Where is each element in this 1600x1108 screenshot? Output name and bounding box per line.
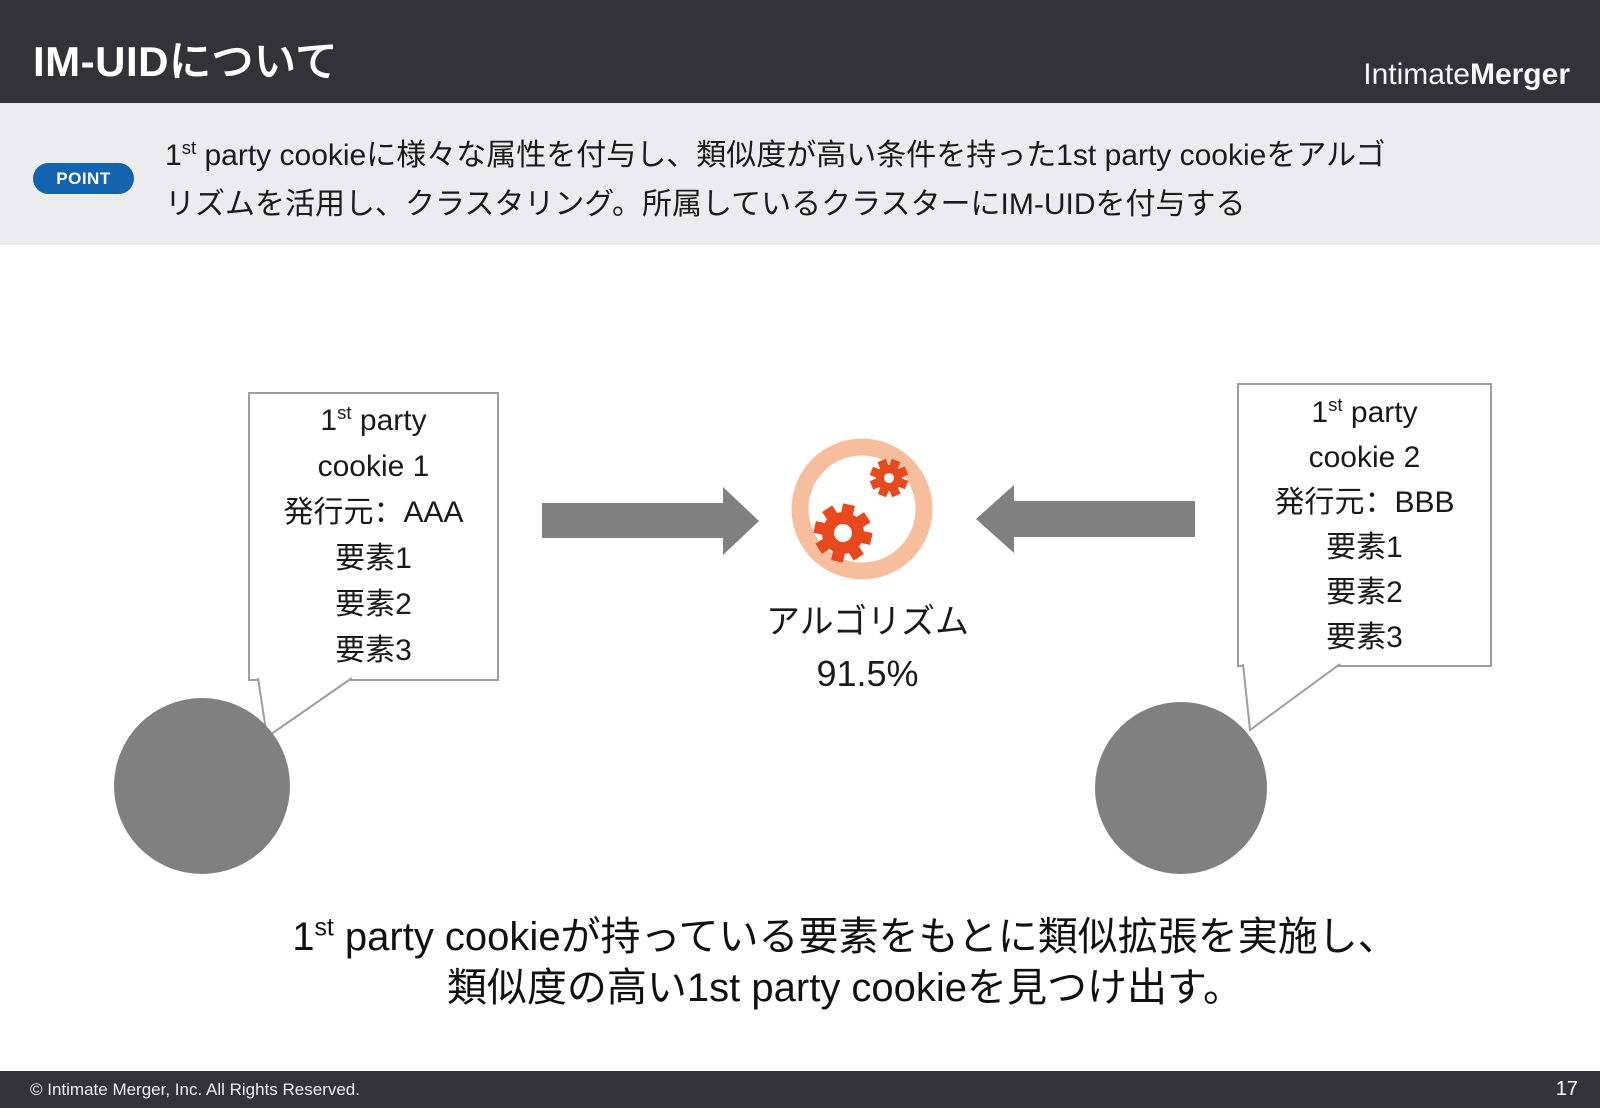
summary-line-2: 類似度の高い1st party cookieを見つけ出す。 xyxy=(446,966,1244,1010)
page-title: IM-UIDについて xyxy=(33,38,338,85)
point-line-2: リズムを活用し、クラスタリング。所属しているクラスターにIM-UIDを付与する xyxy=(165,188,1246,221)
cookie-1-name: cookie 1 xyxy=(317,450,430,483)
algorithm-similarity-value: 91.5% xyxy=(816,653,919,694)
gear-large xyxy=(813,503,873,563)
point-text: 1st party cookieに様々な属性を付与し、類似度が高い条件を持った1… xyxy=(165,131,1565,229)
cookie-1-callout: 1st party cookie 1 発行元：AAA 要素1 要素2 要素3 xyxy=(248,392,499,681)
cookie-1-element-3: 要素3 xyxy=(335,634,412,667)
logo-regular: Intimate xyxy=(1363,58,1470,91)
summary-statement: 1st party cookieが持っている要素をもとに類似拡張を実施し、 類似… xyxy=(90,912,1600,1014)
algorithm-ring xyxy=(791,438,933,580)
cookie-2-element-1: 要素1 xyxy=(1326,531,1403,564)
point-band xyxy=(0,103,1600,245)
user-circle-right xyxy=(1095,702,1267,874)
point-line-1: 1st party cookieに様々な属性を付与し、類似度が高い条件を持った1… xyxy=(165,137,1386,172)
gear-small xyxy=(869,458,909,498)
cookie-2-callout: 1st party cookie 2 発行元：BBB 要素1 要素2 要素3 xyxy=(1237,383,1492,667)
arrow-right-icon xyxy=(542,487,759,555)
arrow-left-icon xyxy=(976,485,1195,553)
cookie-1-callout-tail xyxy=(257,677,353,739)
cookie-2-name: cookie 2 xyxy=(1308,441,1421,474)
page-number: 17 xyxy=(1555,1078,1578,1100)
cookie-1-element-2: 要素2 xyxy=(335,588,412,621)
header-bar: IM-UIDについて IntimateMerger xyxy=(0,0,1600,103)
algorithm-label: アルゴリズム xyxy=(766,603,969,641)
cookie-1-title: 1st party xyxy=(320,402,427,437)
company-logo: IntimateMerger xyxy=(1363,58,1570,92)
cookie-2-callout-tail xyxy=(1242,663,1341,732)
cookie-1-issuer: 発行元：AAA xyxy=(283,496,464,529)
point-badge: POINT xyxy=(33,163,134,194)
user-circle-left xyxy=(114,698,290,874)
cookie-2-element-3: 要素3 xyxy=(1326,621,1403,654)
copyright-text: © Intimate Merger, Inc. All Rights Reser… xyxy=(30,1079,360,1099)
cookie-2-title: 1st party xyxy=(1311,394,1418,429)
cookie-2-issuer: 発行元：BBB xyxy=(1274,486,1455,519)
cookie-2-element-2: 要素2 xyxy=(1326,576,1403,609)
logo-bold: Merger xyxy=(1469,58,1570,91)
gears-icon xyxy=(791,438,933,580)
algorithm-label-block: アルゴリズム 91.5% xyxy=(735,594,1000,695)
footer-bar: © Intimate Merger, Inc. All Rights Reser… xyxy=(0,1071,1600,1108)
summary-line-1: 1st party cookieが持っている要素をもとに類似拡張を実施し、 xyxy=(292,914,1398,959)
cookie-1-element-1: 要素1 xyxy=(335,542,412,575)
